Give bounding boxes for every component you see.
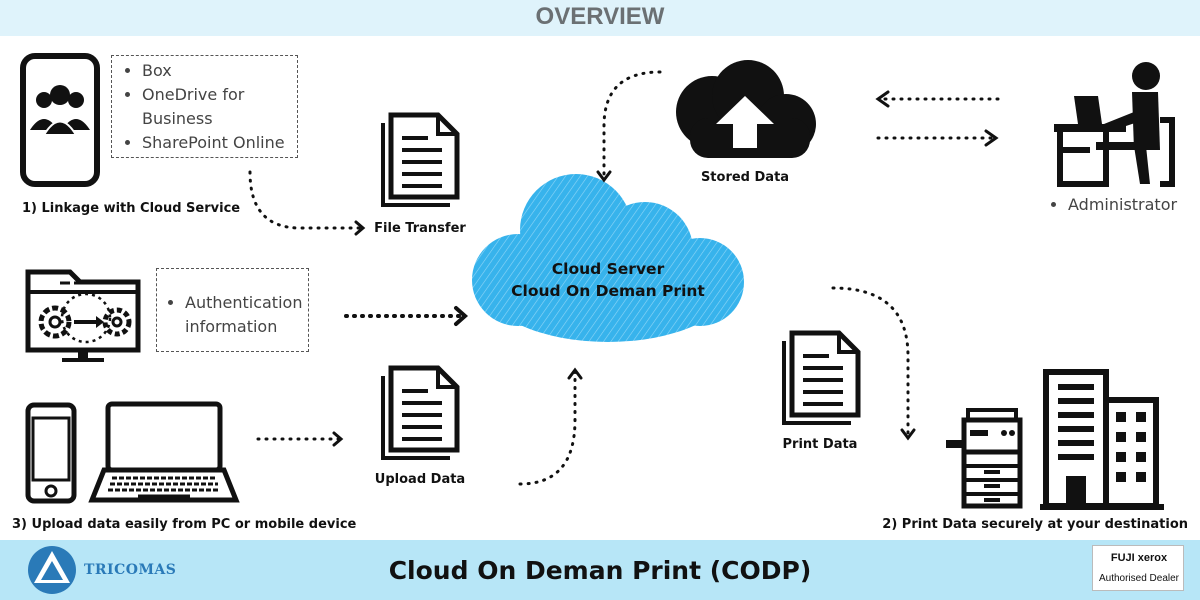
admin-list: Administrator (1038, 193, 1177, 217)
arrow-linkage-to-file-transfer (248, 170, 364, 230)
auth-list: Authentication information (157, 291, 308, 339)
laptop-icon (88, 401, 240, 503)
cloud-server-title: Cloud Server (551, 260, 665, 278)
footer-title: Cloud On Deman Print (CODP) (388, 556, 812, 585)
cloud-services-list: Box OneDrive for Business SharePoint Onl… (112, 59, 297, 155)
cloud-server-text: Cloud Server Cloud On Deman Print (488, 258, 728, 302)
arrow-cloud-to-print (831, 286, 910, 438)
list-item: SharePoint Online (142, 131, 297, 155)
cloud-server-icon (472, 174, 744, 342)
list-item: Box (142, 59, 297, 83)
page-title: OVERVIEW (535, 3, 665, 30)
fuji-xerox-badge: FUJI xerox Authorised Dealer (1092, 545, 1184, 591)
upload-document-icon (381, 365, 460, 460)
print-document-icon (782, 330, 861, 425)
list-item: Administrator (1068, 193, 1177, 217)
stored-data-label: Stored Data (700, 170, 790, 185)
printer-icon (946, 408, 1023, 509)
administrator-icon (1054, 62, 1175, 187)
building-icon (1040, 369, 1164, 510)
arrow-stored-to-cloud (602, 70, 662, 180)
list-item: Authentication information (185, 291, 308, 339)
stored-data-cloud-icon (676, 60, 816, 158)
arrow-upload-to-cloud (518, 370, 577, 486)
footer-band (0, 540, 1200, 600)
tricomas-brand: TRICOMAS (84, 562, 177, 578)
phone-users-icon (20, 53, 100, 187)
header-band (0, 0, 1200, 36)
badge-brand: FUJI xerox (1110, 552, 1168, 564)
upload-easily-label: 3) Upload data easily from PC or mobile … (12, 517, 357, 532)
badge-caption: Authorised Dealer (1098, 573, 1180, 584)
file-transfer-label: File Transfer (374, 221, 466, 236)
list-item: OneDrive for Business (142, 83, 297, 131)
cloud-server-subtitle: Cloud On Deman Print (511, 282, 705, 300)
upload-data-label: Upload Data (374, 472, 466, 487)
mobile-phone-icon (25, 402, 77, 504)
print-data-label: Print Data (782, 437, 858, 452)
tricomas-logo-icon (28, 546, 76, 594)
cloud-services-box: Box OneDrive for Business SharePoint Onl… (111, 55, 298, 158)
print-secure-label: 2) Print Data securely at your destinati… (882, 517, 1188, 532)
auth-box: Authentication information (156, 268, 309, 352)
folder-gears-icon (25, 269, 141, 362)
linkage-label: 1) Linkage with Cloud Service (22, 201, 241, 216)
file-transfer-document-icon (381, 112, 460, 207)
